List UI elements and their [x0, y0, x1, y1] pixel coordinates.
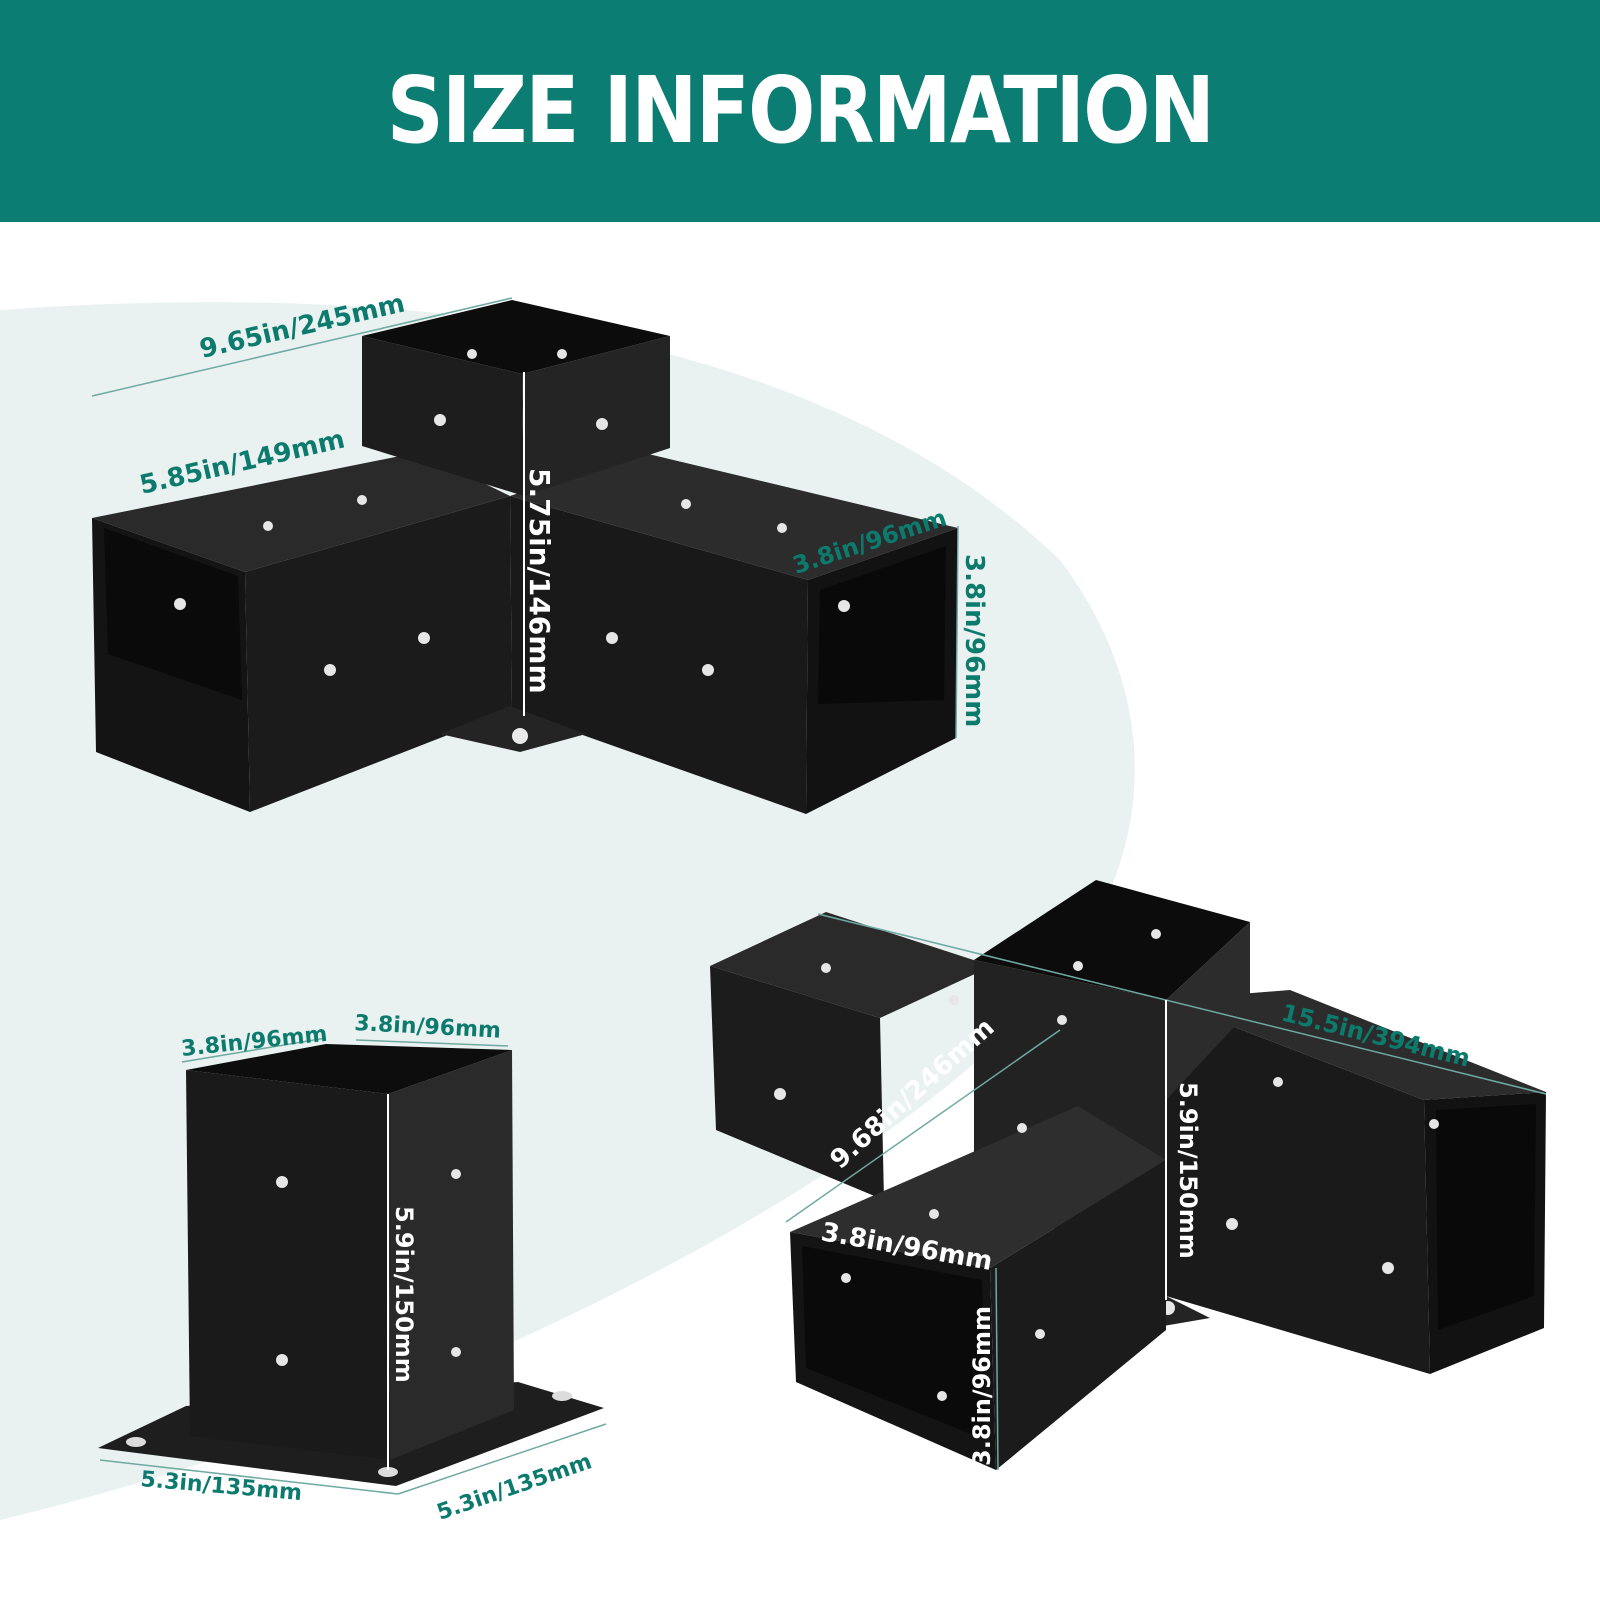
right-arm-top-4: [1164, 990, 1546, 1100]
dim-center-height: 5.9in/150mm: [1174, 1082, 1202, 1259]
front-arm-side: [990, 1160, 1166, 1470]
dim-height: 5.75in/146mm: [523, 468, 556, 694]
post-base-opening: [186, 1044, 512, 1094]
four-way-bracket: 15.5in/394mm 9.68in/246mm 5.9in/150mm 3.…: [710, 880, 1547, 1471]
dim-post-height: 5.9in/150mm: [390, 1206, 418, 1383]
right-arm-side-4: [1164, 1000, 1430, 1374]
header-banner: SIZE INFORMATION: [0, 0, 1600, 222]
vertical-post-right: [522, 336, 670, 496]
left-arm-top: [92, 452, 510, 572]
post-base-side: [388, 1050, 514, 1460]
three-way-bracket: 9.65in/245mm 5.85in/149mm 5.75in/146mm 3…: [91, 288, 989, 814]
dimension-lines: [91, 297, 959, 739]
vertical-post-opening: [362, 300, 670, 374]
back-arm-side: [710, 966, 884, 1200]
dim-front-opening-height: 3.8in/96mm: [968, 1306, 996, 1466]
base-plate: [440, 706, 586, 752]
back-arm-top: [710, 912, 992, 1018]
dim-opening-height: 3.8in/96mm: [959, 554, 989, 727]
page-title: SIZE INFORMATION: [386, 57, 1215, 164]
right-arm-side: [510, 496, 808, 814]
post-base-front: [186, 1070, 390, 1460]
right-arm-top: [510, 452, 958, 580]
screw-holes: [174, 349, 850, 676]
front-arm-top: [790, 1106, 1166, 1268]
